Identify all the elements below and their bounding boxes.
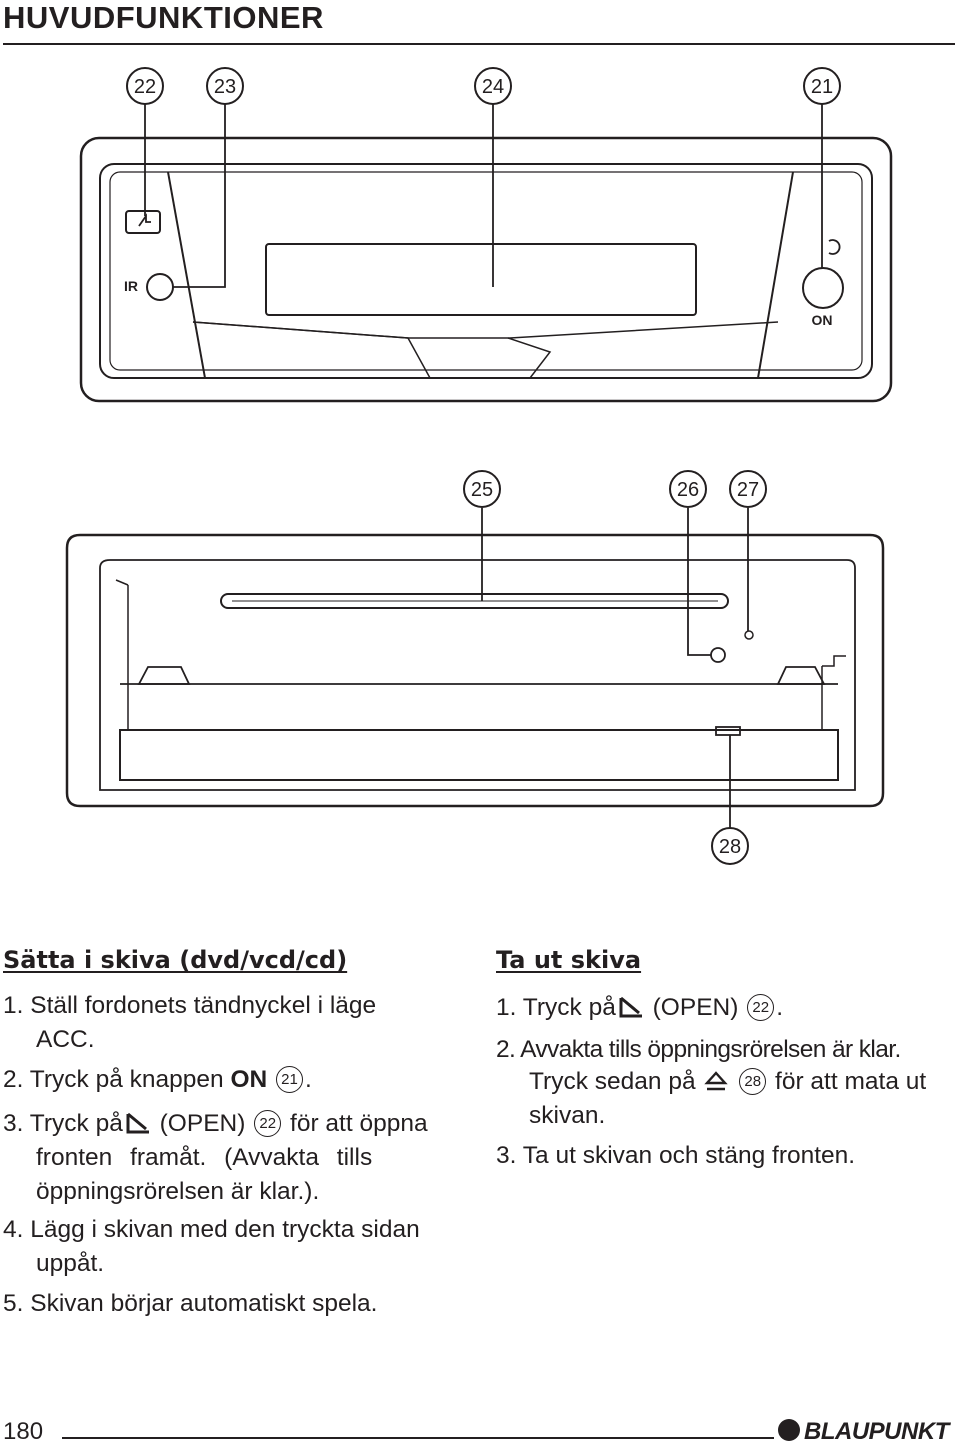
label-25: 25 [471, 479, 493, 501]
brand-logo: BLAUPUNKT [778, 1418, 949, 1446]
insert-step-2-end: . [305, 1066, 312, 1093]
open-button[interactable] [125, 210, 161, 234]
ir-sensor [146, 273, 174, 301]
open-icon [125, 1109, 151, 1145]
page-number: 180 [3, 1418, 44, 1445]
callout-24 [474, 67, 512, 105]
insert-step-1-cont: ACC. [36, 1026, 95, 1053]
eject-step-2-text-c: för att mata ut [775, 1068, 927, 1095]
open-label: (OPEN) [159, 1110, 246, 1137]
insert-step-3-cont-2: öppningsrörelsen är klar.). [36, 1178, 320, 1205]
insert-step-4-cont: uppåt. [36, 1250, 105, 1277]
eject-step-2-text: 2. Avvakta tills öppningsrörelsen är kla… [496, 1036, 901, 1063]
label-22: 22 [134, 76, 156, 98]
eject-button[interactable] [715, 726, 741, 736]
eject-step-3-text: 3. Ta ut skivan och stäng fronten. [496, 1142, 856, 1169]
ref-21: 21 [276, 1066, 304, 1093]
footer-divider [62, 1437, 774, 1439]
blaupunkt-dot-icon [778, 1419, 800, 1441]
open-label: (OPEN) [652, 994, 739, 1021]
open-icon [618, 993, 644, 1029]
display-window [265, 243, 697, 316]
eject-icon [704, 1067, 729, 1103]
insert-step-5: 5. Skivan börjar automatiskt spela. [3, 1286, 378, 1322]
label-ir: IR [124, 278, 138, 294]
disc-slot [220, 593, 729, 609]
insert-step-2: 2. Tryck på knappen ON 21. [3, 1062, 312, 1098]
eject-step-1-end: . [776, 994, 784, 1021]
ref-28: 28 [739, 1068, 767, 1095]
insert-step-3-text-b: för att öppna [290, 1110, 428, 1137]
led-indicator [744, 630, 754, 640]
eject-heading: Ta ut skiva [496, 946, 642, 974]
eject-step-2-text-b: Tryck sedan på [529, 1068, 696, 1095]
callout-25 [463, 470, 501, 508]
front-panel-open [65, 470, 885, 865]
insert-step-3-cont-1: fronten framåt. (Avvakta tills [36, 1144, 373, 1171]
label-21: 21 [811, 76, 833, 98]
label-on: ON [812, 312, 833, 328]
label-23: 23 [214, 76, 236, 98]
callout-23 [206, 67, 244, 105]
eject-step-1: 1. Tryck på (OPEN) 22. [496, 990, 783, 1029]
brand-name: BLAUPUNKT [804, 1418, 949, 1445]
eject-step-2-cont-2: skivan. [529, 1102, 606, 1129]
eject-step-2-cont-1: Tryck sedan på 28 för att mata ut [529, 1064, 926, 1103]
insert-step-5-text: 5. Skivan börjar automatiskt spela. [3, 1290, 378, 1317]
label-28: 28 [719, 836, 741, 858]
insert-heading: Sätta i skiva (dvd/vcd/cd) [3, 946, 348, 974]
title-divider [3, 43, 955, 45]
reset-hole [710, 647, 726, 663]
label-27: 27 [737, 479, 759, 501]
insert-step-2-text: 2. Tryck på knappen [3, 1066, 224, 1093]
front-panel-closed [79, 67, 893, 403]
label-26: 26 [677, 479, 699, 501]
insert-step-1: 1. Ställ fordonets tändnyckel i läge [3, 988, 376, 1024]
callout-26 [669, 470, 707, 508]
ref-22: 22 [254, 1110, 282, 1137]
page-title: HUVUDFUNKTIONER [3, 0, 324, 35]
on-button[interactable] [802, 267, 844, 309]
insert-step-3: 3. Tryck på (OPEN) 22 för att öppna [3, 1106, 428, 1145]
callout-21 [803, 67, 841, 105]
callout-28 [711, 827, 749, 865]
insert-step-4: 4. Lägg i skivan med den tryckta sidan [3, 1212, 420, 1248]
insert-step-1-text: 1. Ställ fordonets tändnyckel i läge [3, 992, 377, 1019]
eject-step-2: 2. Avvakta tills öppningsrörelsen är kla… [496, 1032, 901, 1068]
eject-step-3: 3. Ta ut skivan och stäng fronten. [496, 1138, 855, 1174]
insert-step-4-text: 4. Lägg i skivan med den tryckta sidan [3, 1216, 420, 1243]
eject-step-1-text: 1. Tryck på [496, 994, 616, 1021]
insert-step-3-text: 3. Tryck på [3, 1110, 123, 1137]
callout-27 [729, 470, 767, 508]
device-diagram: 22 23 24 21 IR ON 25 [65, 67, 893, 865]
callout-22 [126, 67, 164, 105]
on-key-label: ON [230, 1066, 268, 1093]
ref-22: 22 [747, 994, 775, 1021]
label-24: 24 [482, 76, 504, 98]
